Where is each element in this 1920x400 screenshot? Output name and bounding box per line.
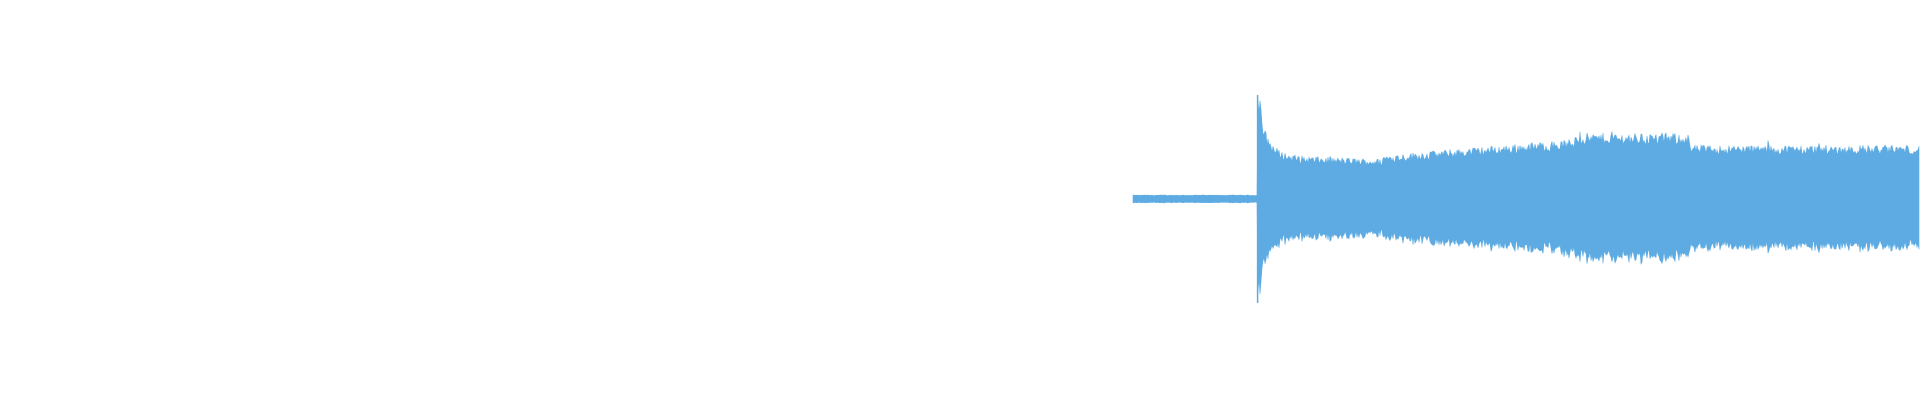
waveform-amplitude	[1132, 95, 1920, 303]
waveform-envelope	[1132, 100, 1920, 294]
